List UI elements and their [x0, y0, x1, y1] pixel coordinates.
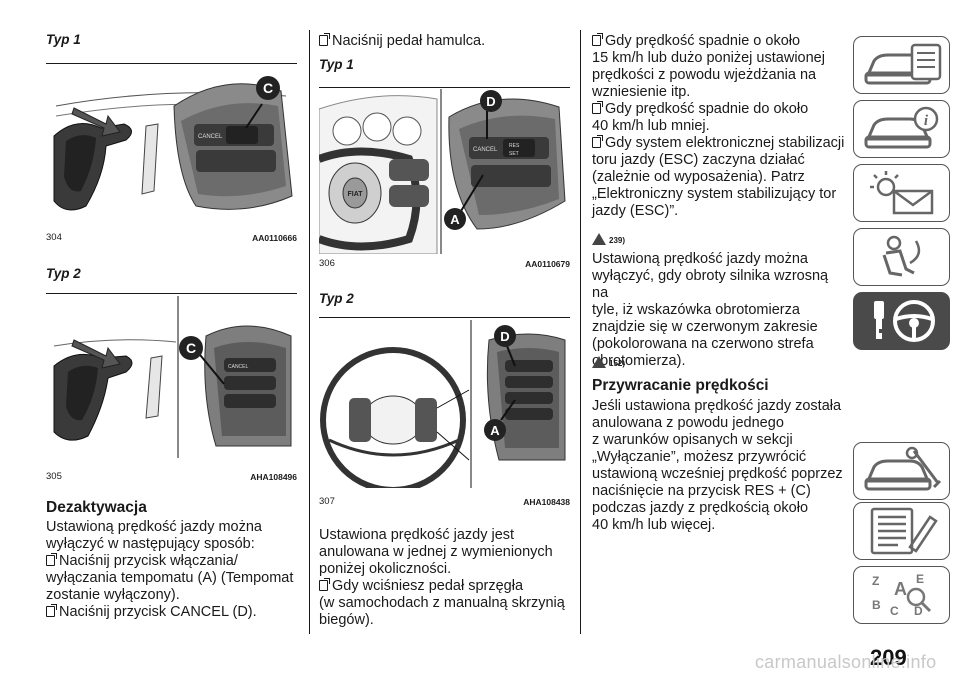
- note-239: 239): [592, 230, 625, 248]
- warning-icon: [592, 355, 606, 368]
- divider: [46, 63, 297, 64]
- bullet-icon: [592, 101, 603, 114]
- svg-text:C: C: [890, 604, 899, 618]
- callout-a: A: [450, 212, 460, 227]
- figure-307-code: AHA108438: [523, 497, 570, 507]
- divider: [46, 293, 297, 294]
- callout-c: C: [263, 80, 273, 96]
- tab-key-steering-icon[interactable]: [853, 292, 950, 350]
- tab-car-alert-icon[interactable]: i: [853, 100, 950, 158]
- figure-304-code: AA0110666: [252, 233, 297, 243]
- cancel-conditions-text: Ustawiona prędkość jazdy jest anulowana …: [319, 527, 565, 628]
- conditions-text: Gdy prędkość spadnie o około 15 km/h lub…: [592, 33, 845, 219]
- tab-car-repair-icon[interactable]: [853, 442, 950, 500]
- svg-text:D: D: [914, 604, 923, 618]
- bullet-icon: [46, 553, 57, 566]
- section-heading-resume: Przywracanie prędkości: [592, 377, 769, 394]
- figure-306-code: AA0110679: [525, 259, 570, 269]
- bullet-icon: [592, 33, 603, 46]
- callout-d: D: [500, 329, 509, 344]
- cancel-label: CANCEL: [228, 364, 249, 370]
- tab-spec-list-icon[interactable]: [853, 502, 950, 560]
- note-152: 152): [592, 353, 625, 371]
- section-heading-deactivation: Dezaktywacja: [46, 499, 147, 516]
- column-separator: [580, 30, 581, 634]
- tab-car-info-icon[interactable]: [853, 36, 950, 94]
- bullet-icon: [319, 578, 330, 591]
- deactivation-text: Ustawioną prędkość jazdy można wyłączyć …: [46, 519, 294, 620]
- column-separator: [309, 30, 310, 634]
- res-label: RES: [509, 143, 520, 149]
- cancel-label: CANCEL: [473, 147, 498, 153]
- divider: [319, 87, 570, 88]
- type-1-label: Typ 1: [319, 57, 354, 72]
- callout-a: A: [490, 423, 500, 438]
- figure-306-number: 306: [319, 258, 335, 269]
- svg-text:i: i: [924, 113, 929, 129]
- figure-304: CANCEL C: [46, 66, 297, 228]
- svg-text:Z: Z: [872, 574, 879, 588]
- figure-305-code: AHA108496: [250, 472, 297, 482]
- figure-307-number: 307: [319, 496, 335, 507]
- bullet-icon: [592, 135, 603, 148]
- type-2-label: Typ 2: [319, 291, 354, 306]
- brake-line: Naciśnij pedał hamulca.: [319, 33, 485, 50]
- bullet-icon: [319, 33, 330, 46]
- figure-304-number: 304: [46, 232, 62, 243]
- figure-307: D A: [319, 320, 570, 488]
- tab-warning-lights-icon[interactable]: [853, 164, 950, 222]
- resume-text: Jeśli ustawiona prędkość jazdy została a…: [592, 398, 843, 533]
- callout-c: C: [186, 340, 196, 356]
- divider: [319, 317, 570, 318]
- type-1-label: Typ 1: [46, 32, 81, 47]
- fiat-logo-text: FIAT: [347, 191, 363, 198]
- figure-305-number: 305: [46, 471, 62, 482]
- warning-icon: [592, 232, 606, 245]
- callout-d: D: [486, 94, 495, 109]
- svg-text:B: B: [872, 598, 881, 612]
- bullet-icon: [46, 604, 57, 617]
- cancel-label: CANCEL: [198, 134, 223, 140]
- tab-airbag-icon[interactable]: [853, 228, 950, 286]
- figure-305: CANCEL C: [46, 296, 297, 458]
- svg-text:E: E: [916, 572, 924, 586]
- set-label: SET: [509, 151, 519, 157]
- svg-text:A: A: [894, 579, 907, 599]
- watermark: carmanualsonline.info: [755, 652, 937, 672]
- page-number: 209: [870, 645, 907, 670]
- rpm-text: Ustawioną prędkość jazdy można wyłączyć,…: [592, 251, 829, 369]
- type-2-label: Typ 2: [46, 266, 81, 281]
- figure-306: FIAT CANCEL RES SET D A: [319, 89, 570, 254]
